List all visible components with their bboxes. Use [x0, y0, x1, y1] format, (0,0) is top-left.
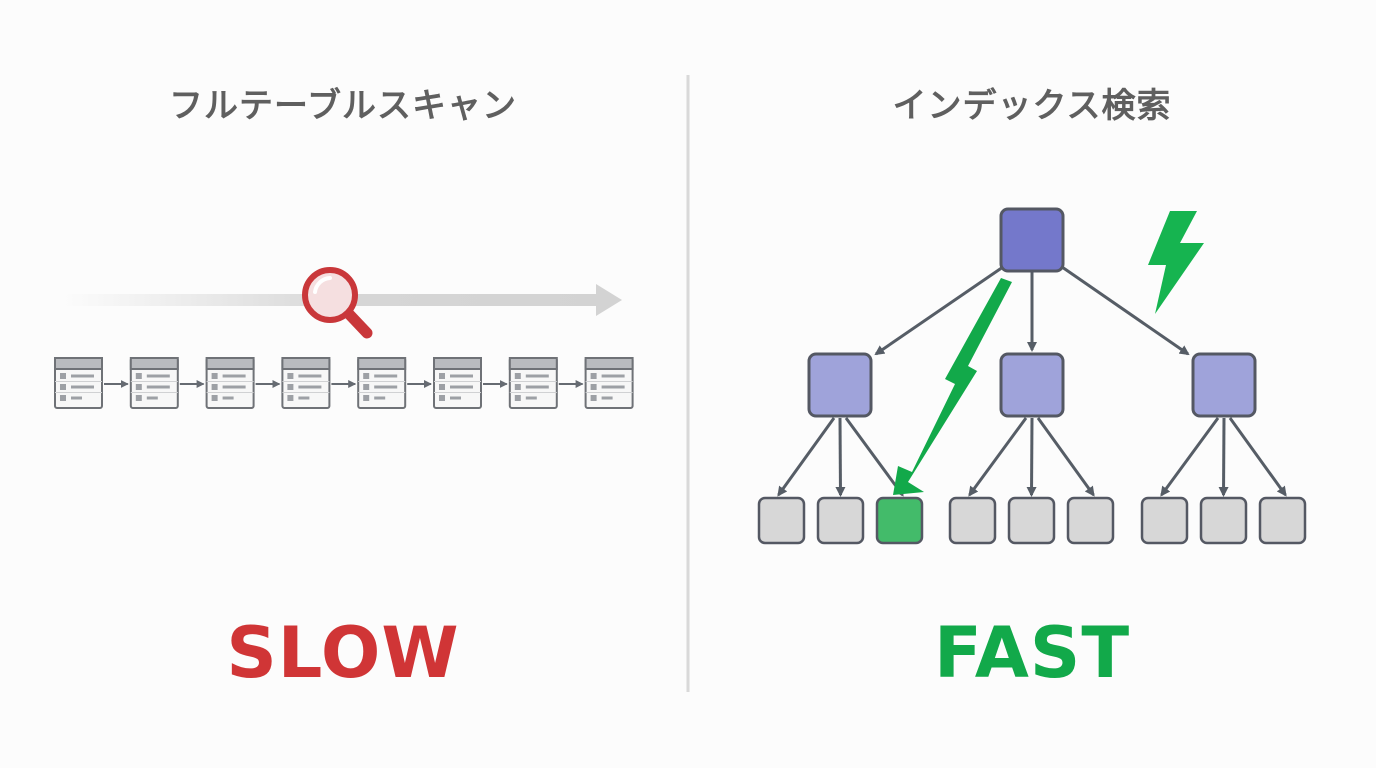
- full-scan-title: フルテーブルスキャン: [169, 86, 517, 126]
- branch-node-left: [807, 352, 873, 418]
- tree-edge: [844, 417, 904, 497]
- tree-edge: [1160, 417, 1220, 497]
- found-leaf-node: [875, 496, 924, 545]
- index-tree: [757, 207, 1307, 545]
- leaf-node: [1007, 496, 1056, 545]
- tree-edge: [777, 417, 836, 497]
- table-icon: [281, 357, 331, 409]
- lightning-icon: [1148, 211, 1204, 314]
- table-icon: [584, 357, 634, 409]
- tree-edge: [835, 417, 846, 497]
- tree-edges-leaves: [777, 417, 1287, 497]
- leaf-node: [757, 496, 806, 545]
- tree-edge: [968, 417, 1028, 497]
- table-icon: [205, 357, 255, 409]
- table-icon: [129, 357, 179, 409]
- root-node: [999, 207, 1065, 273]
- branch-node-right: [1191, 352, 1257, 418]
- fast-label: FAST: [933, 612, 1131, 694]
- table-icon: [54, 357, 103, 409]
- magnifier-icon: [302, 267, 373, 339]
- leaf-node: [1199, 496, 1248, 545]
- tree-edge: [1228, 417, 1287, 497]
- leaf-node: [948, 496, 997, 545]
- leaf-node: [816, 496, 865, 545]
- branch-node-middle: [999, 352, 1065, 418]
- index-search-title: インデックス検索: [892, 86, 1172, 126]
- leaf-node: [1258, 496, 1307, 545]
- tree-edges-root: [874, 265, 1190, 356]
- leaf-node: [1066, 496, 1115, 545]
- tree-edge: [1036, 417, 1095, 497]
- table-sequence: [54, 357, 634, 409]
- tree-edge: [1218, 417, 1229, 497]
- search-path-arrow: [893, 278, 1012, 495]
- leaf-nodes: [757, 496, 1307, 545]
- table-icon: [508, 357, 558, 409]
- table-icon: [357, 357, 407, 409]
- tree-edge: [1026, 417, 1037, 497]
- slow-label: SLOW: [226, 612, 460, 694]
- leaf-node: [1140, 496, 1189, 545]
- table-icon: [433, 357, 482, 409]
